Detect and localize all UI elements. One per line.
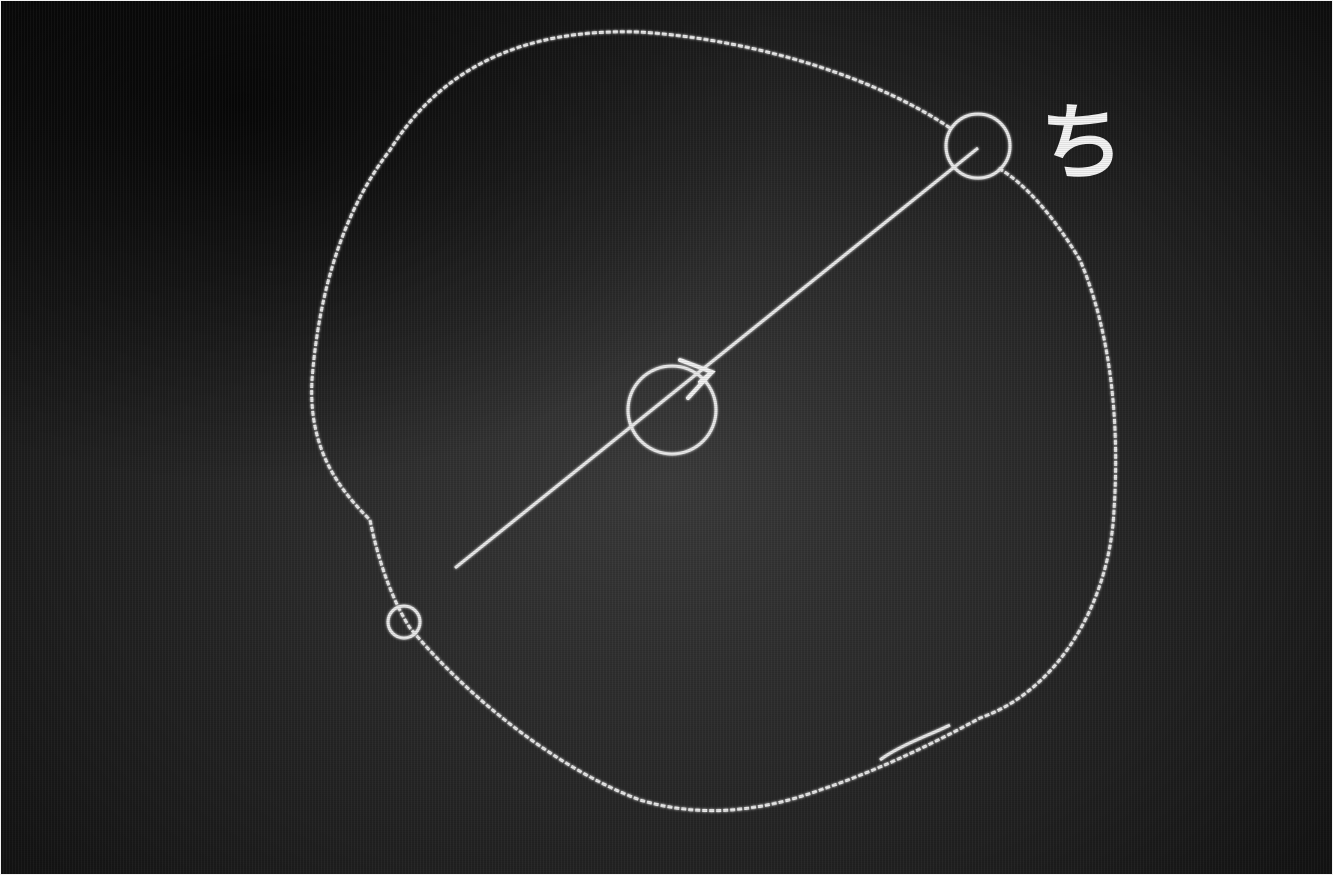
- lower-left-marker: [388, 606, 420, 638]
- upper-right-marker: [946, 114, 1010, 178]
- diameter-line: [455, 148, 978, 568]
- contour-spur: [880, 725, 950, 760]
- glyph-annotation: ち: [1040, 93, 1124, 192]
